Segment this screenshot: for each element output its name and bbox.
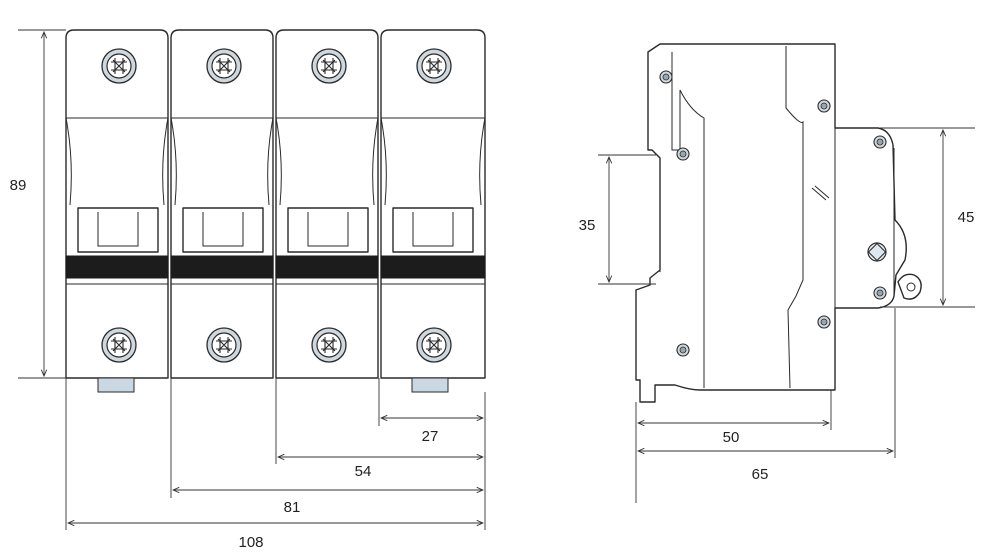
pole-4: [380, 29, 486, 379]
rivet-icon: [676, 343, 690, 357]
rivet-icon: [659, 70, 673, 84]
terminal-screw-icon: [416, 48, 452, 84]
rivet-icon: [817, 99, 831, 113]
rivet-icon: [873, 135, 887, 149]
trip-lever: [897, 273, 922, 300]
terminal-screw-icon: [206, 327, 242, 363]
dim-width-108: 108: [238, 534, 263, 551]
dim-width-81: 81: [284, 499, 301, 516]
side-view: 35 45 50 65: [579, 43, 975, 503]
pole-1: [65, 29, 169, 379]
terminal-screw-icon: [101, 327, 137, 363]
dim-side-depth-65: 65: [752, 466, 769, 483]
terminal-screw-icon: [311, 48, 347, 84]
dim-side-rail: 35: [579, 217, 596, 234]
dim-width-27: 27: [422, 428, 439, 445]
terminal-screw-icon: [206, 48, 242, 84]
terminal-screw-icon: [416, 327, 452, 363]
terminal-screw-icon: [311, 327, 347, 363]
rivet-icon: [676, 147, 690, 161]
rivet-icon: [817, 315, 831, 329]
rivet-icon: [873, 286, 887, 300]
dim-side-front: 45: [958, 209, 975, 226]
knob-icon: [867, 242, 887, 262]
pole-2: [170, 29, 274, 379]
dim-width-54: 54: [355, 463, 372, 480]
din-clip: [97, 377, 135, 393]
dim-front-height: 89: [10, 177, 27, 194]
pole-3: [275, 29, 379, 379]
dim-side-depth-50: 50: [723, 429, 740, 446]
din-clip: [411, 377, 449, 393]
terminal-screw-icon: [101, 48, 137, 84]
front-view: 89 27 54 81 108: [10, 29, 486, 551]
